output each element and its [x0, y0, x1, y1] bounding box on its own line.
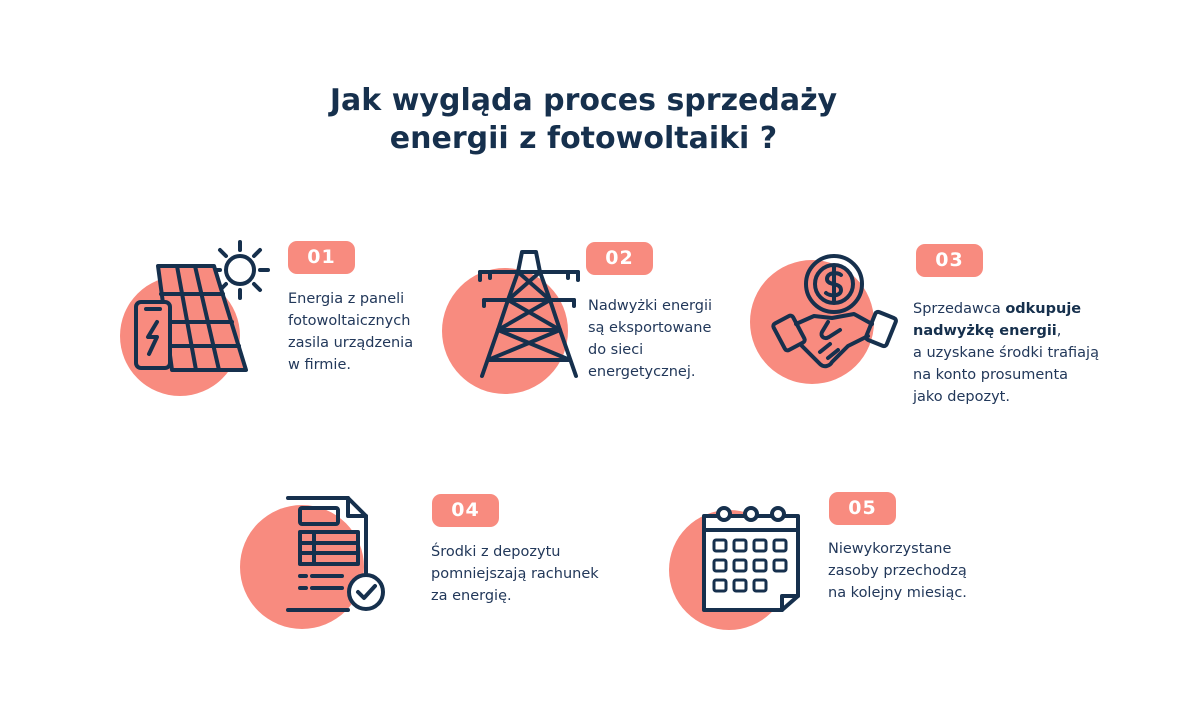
step-description: Środki z depozytu pomniejszają rachunek …	[431, 541, 599, 607]
description-line: w firmie.	[288, 357, 351, 373]
description-line: zasila urządzenia	[288, 335, 414, 351]
description-line: zasoby przechodzą	[828, 563, 967, 579]
description-line: do sieci	[588, 342, 644, 358]
description-text: ,	[1056, 323, 1062, 339]
description-line: pomniejszają rachunek	[431, 566, 599, 582]
description-line: jako depozyt.	[913, 389, 1010, 405]
description-line: są eksportowane	[588, 320, 712, 336]
step-number-badge: 02	[586, 242, 653, 275]
step-description: Sprzedawca odkupuje nadwyżkę energii, a …	[913, 298, 1099, 408]
step-number-badge: 03	[916, 244, 983, 277]
title-line-1: Jak wygląda proces sprzedaży	[329, 83, 838, 118]
description-line: na kolejny miesiąc.	[828, 585, 967, 601]
description-line: energetycznej.	[588, 364, 696, 380]
description-line: Energia z paneli	[288, 291, 405, 307]
step-description: Nadwyżki energii są eksportowane do siec…	[588, 295, 712, 383]
description-line: na konto prosumenta	[913, 367, 1069, 383]
step-description: Energia z paneli fotowoltaicznych zasila…	[288, 288, 413, 376]
description-line: Sprzedawca odkupuje	[913, 298, 1099, 320]
step-number-badge: 01	[288, 241, 355, 274]
description-emphasis: nadwyżkę energii	[913, 323, 1057, 339]
page-title: Jak wygląda proces sprzedaży energii z f…	[0, 82, 1167, 158]
sun-icon	[212, 242, 268, 298]
description-line: nadwyżkę energii,	[913, 320, 1099, 342]
description-line: fotowoltaicznych	[288, 313, 411, 329]
handshake-dollar-icon	[774, 252, 899, 377]
description-text: Sprzedawca	[913, 301, 1006, 317]
description-line: Nadwyżki energii	[588, 298, 713, 314]
power-pylon-icon	[474, 248, 584, 383]
step-description: Niewykorzystane zasoby przechodzą na kol…	[828, 538, 967, 604]
description-line: Środki z depozytu	[431, 544, 561, 560]
description-line: a uzyskane środki trafiają	[913, 345, 1099, 361]
description-emphasis: odkupuje	[1005, 301, 1082, 317]
description-line: Niewykorzystane	[828, 541, 952, 557]
invoice-check-icon	[284, 492, 394, 617]
step-number-badge: 05	[829, 492, 896, 525]
solar-panel-icon	[132, 238, 292, 388]
title-line-2: energii z fotowoltaiki ?	[389, 121, 778, 156]
step-number-badge: 04	[432, 494, 499, 527]
description-line: za energię.	[431, 588, 512, 604]
calendar-icon	[700, 500, 810, 615]
